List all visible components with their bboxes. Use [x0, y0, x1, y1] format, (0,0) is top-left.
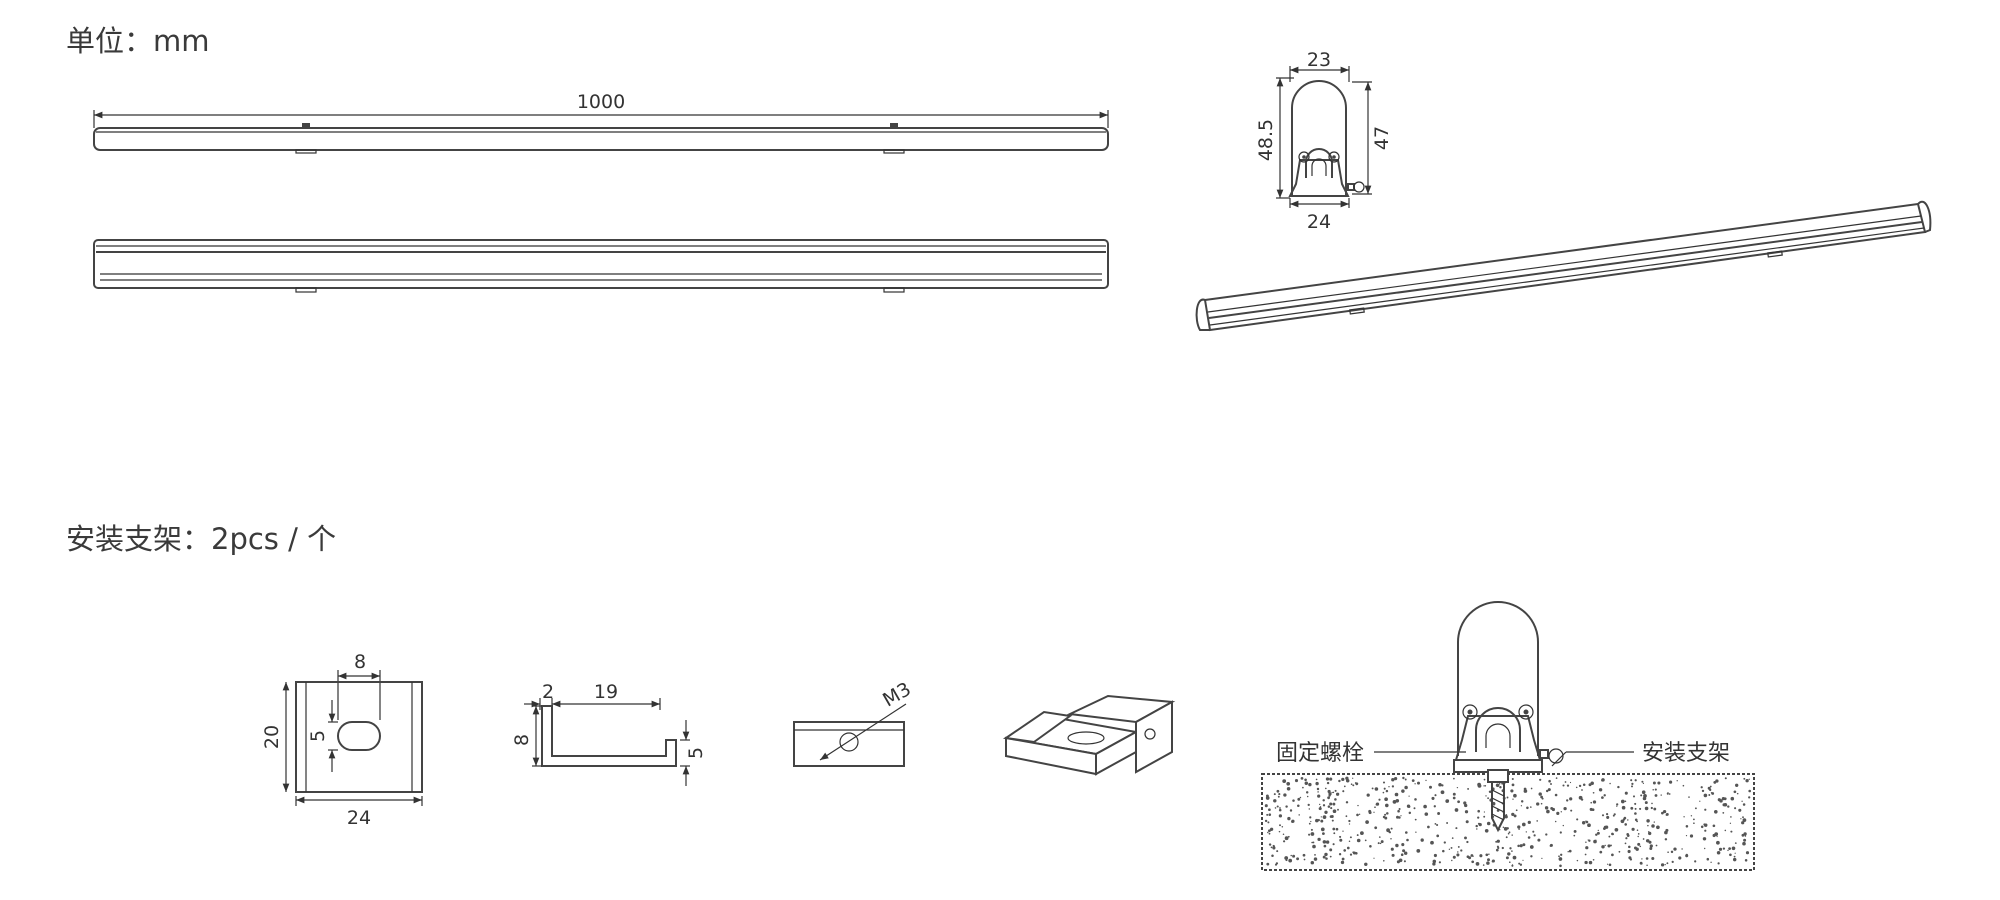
bracket-hole-width-dimension: 8: [354, 651, 366, 673]
bar-top-outline: [93, 127, 1109, 151]
bar-side-outline: [93, 239, 1109, 289]
side-length-dimension: 19: [594, 681, 618, 703]
bracket-width-dimension: 24: [347, 807, 371, 829]
bracket-isometric-view: [1003, 694, 1176, 776]
bracket-height-dimension: 20: [261, 725, 283, 749]
installation-diagram: 固定螺栓 安装支架: [1261, 601, 1755, 871]
profile-cross-section: 23 48.5 47 24: [1255, 49, 1393, 233]
concrete-surface: [1261, 773, 1755, 871]
profile-top-width-dimension: 23: [1307, 49, 1331, 71]
profile-housing: [1291, 80, 1347, 196]
bar-top-view: 1000: [93, 91, 1109, 154]
bracket-hole-height-dimension: 5: [307, 730, 329, 742]
bracket-quantity-label: 安装支架：2pcs / 个: [66, 522, 337, 556]
profile-bottom-width-dimension: 24: [1307, 211, 1331, 233]
side-height-dimension: 8: [511, 734, 533, 746]
screw-dimension: M3: [879, 678, 915, 711]
profile-housing-install: [1457, 601, 1539, 756]
bracket-front-view: 8 20 5 24: [261, 651, 423, 829]
bracket-plate: [295, 681, 423, 793]
profile-height-inner-dimension: 47: [1371, 126, 1393, 150]
concrete-texture: [1264, 776, 1752, 868]
side-lip-dimension: 5: [685, 747, 707, 759]
bolt-head: [1487, 769, 1509, 783]
profile-height-outer-dimension: 48.5: [1255, 119, 1277, 161]
bracket-callout: 安装支架: [1642, 741, 1730, 766]
bar-perspective-view: [1195, 200, 1932, 332]
bracket-profile: [541, 705, 677, 767]
bracket-side-view: 2 19 8 5: [511, 681, 707, 786]
nut-plate: [793, 721, 905, 767]
bar-side-view: [93, 239, 1109, 293]
length-dimension: 1000: [577, 91, 625, 113]
bolt-callout: 固定螺栓: [1276, 741, 1364, 766]
nut-plate-view: M3: [793, 678, 915, 767]
unit-label: 单位：mm: [66, 24, 210, 58]
side-thickness-dimension: 2: [542, 681, 554, 703]
